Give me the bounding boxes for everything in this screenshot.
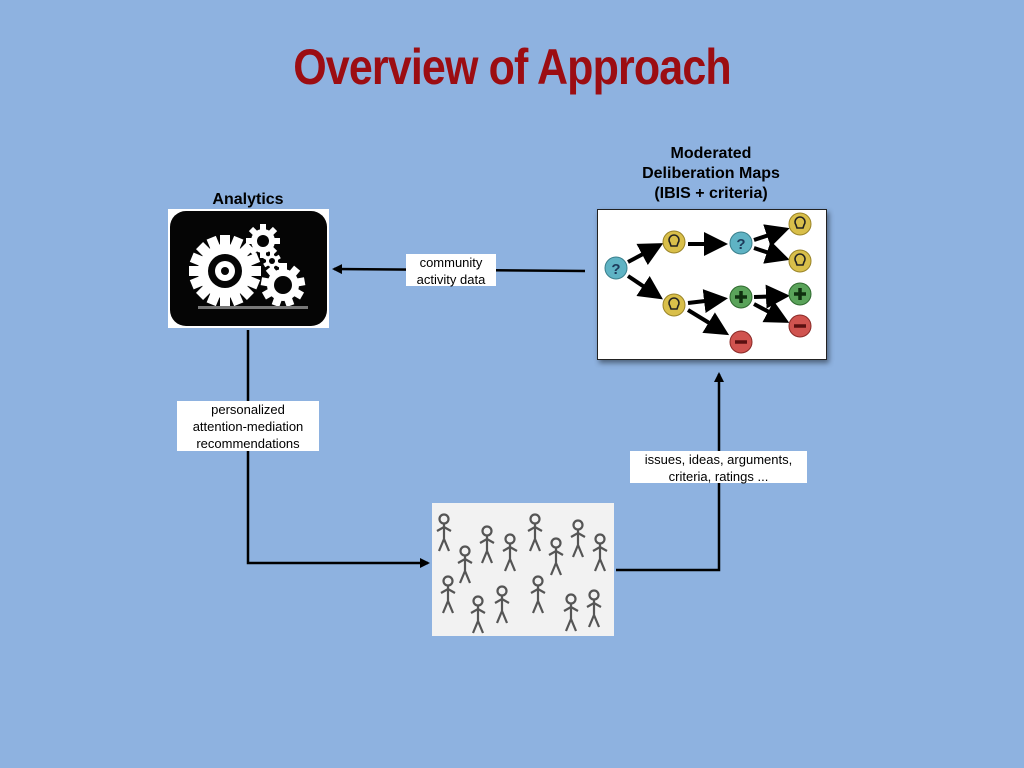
analytics-heading: Analytics: [212, 191, 284, 208]
gears-icon: [170, 211, 327, 326]
maps-heading-line-3: (IBIS + criteria): [654, 185, 768, 202]
person-figure: [563, 593, 579, 632]
person-figure: [586, 589, 602, 628]
maps-heading-line-1: Moderated: [670, 145, 752, 162]
svg-text:?: ?: [736, 236, 745, 253]
crowd-icon: [436, 513, 608, 634]
person-figure: [548, 537, 564, 576]
person-figure: [592, 533, 608, 572]
maps-heading: Moderated Deliberation Maps (IBIS + crit…: [600, 144, 822, 204]
maps-heading-line-2: Deliberation Maps: [642, 165, 780, 182]
lightbulb-icon: [788, 212, 812, 236]
person-figure: [530, 575, 546, 614]
lightbulb-icon: [662, 230, 686, 254]
community-node: [432, 503, 614, 636]
minus-icon: [729, 330, 753, 354]
person-figure: [502, 533, 518, 572]
plus-icon: [729, 285, 753, 309]
lightbulb-icon: [788, 249, 812, 273]
community-activity-label: community activity data: [406, 254, 496, 287]
question-icon: ?: [604, 256, 628, 280]
person-figure: [470, 595, 486, 634]
label-line: recommendations: [196, 436, 300, 451]
label-line: community: [419, 255, 483, 270]
person-figure: [494, 585, 510, 624]
label-line: activity data: [416, 272, 486, 287]
person-figure: [527, 513, 543, 552]
label-line: personalized: [211, 402, 285, 417]
plus-icon: [788, 282, 812, 306]
question-icon: ?: [729, 231, 753, 255]
person-figure: [436, 513, 452, 552]
contributions-label: issues, ideas, arguments, criteria, rati…: [630, 451, 807, 484]
person-figure: [479, 525, 495, 564]
minus-icon: [788, 314, 812, 338]
person-figure: [440, 575, 456, 614]
person-figure: [570, 519, 586, 558]
label-line: criteria, ratings ...: [668, 469, 769, 484]
label-line: issues, ideas, arguments,: [644, 452, 793, 467]
deliberation-map-node: ? ?: [597, 209, 827, 360]
label-line: attention-mediation: [192, 419, 304, 434]
person-figure: [457, 545, 473, 584]
analytics-node: [168, 209, 329, 328]
ibis-map-graphic: ? ?: [604, 212, 812, 354]
svg-text:?: ?: [611, 261, 620, 278]
page-title: Overview of Approach: [293, 39, 731, 95]
lightbulb-icon: [662, 293, 686, 317]
recommendations-label: personalized attention-mediation recomme…: [177, 401, 319, 451]
